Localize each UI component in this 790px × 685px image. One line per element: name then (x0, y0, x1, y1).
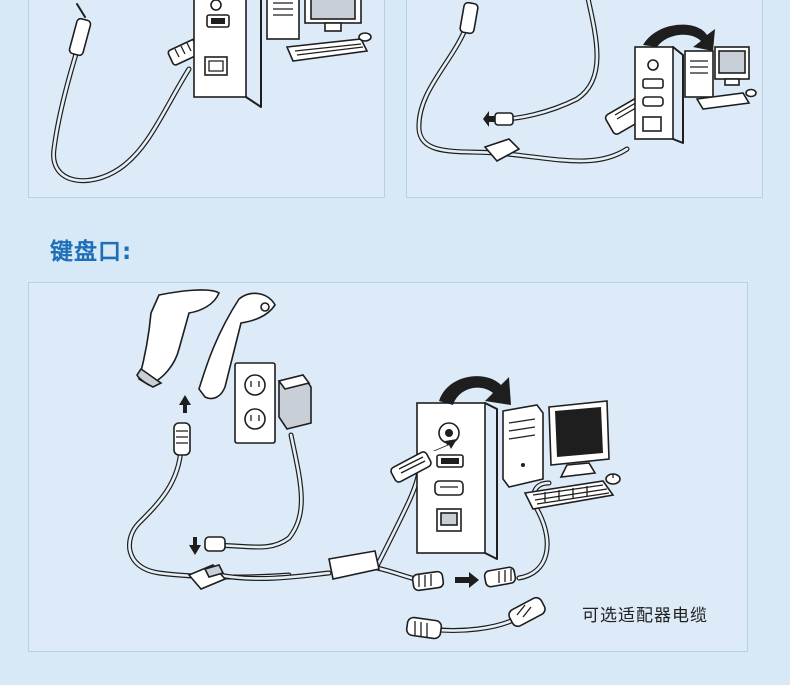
power-jack-icon (483, 111, 514, 127)
scanner-cable-connector-icon (459, 1, 479, 35)
optional-adapter-caption: 可选适配器电缆 (582, 606, 708, 626)
cable-junction-icon (483, 138, 521, 163)
keyboard-icon (523, 480, 615, 510)
scanner-cable-connector-icon (173, 422, 191, 456)
keyboard-port-title: 键盘口: (50, 239, 133, 265)
mouse-icon (358, 32, 372, 42)
desktop-computer-icon (266, 0, 362, 40)
up-arrow-icon (179, 395, 191, 413)
rotate-arrow-icon (439, 376, 511, 405)
mouse-icon (605, 473, 621, 485)
keyboard-icon (285, 38, 369, 62)
serial-connection-illustration (406, 0, 763, 198)
computer-back-panel-icon (634, 46, 684, 144)
usb-connection-illustration (28, 0, 385, 198)
computer-back-panel-icon (193, 0, 262, 108)
keyboard-connection-illustration: 可选适配器电缆 (28, 282, 748, 652)
scanner-cable-connector-icon (68, 3, 92, 57)
power-adapter-icon (277, 374, 312, 430)
cable-junction-icon (187, 564, 227, 590)
down-arrow-icon (189, 537, 201, 555)
mouse-icon (745, 88, 757, 98)
power-jack-icon (204, 536, 226, 552)
desktop-computer-icon (684, 46, 750, 98)
power-outlet-icon (234, 362, 276, 444)
serial-port-icon (434, 480, 464, 496)
insert-arrow-icon (433, 439, 457, 451)
usb-port-icon (436, 454, 464, 468)
barcode-scanner-icon (136, 289, 276, 400)
right-arrow-icon (455, 572, 479, 588)
ps2-connector-icon (411, 570, 445, 592)
optional-adapter-cable-icon (405, 596, 546, 640)
inline-adapter-box-icon (328, 550, 380, 580)
ps2-connector-icon (483, 566, 517, 588)
ethernet-port-icon (436, 508, 462, 532)
rotate-arrow-icon (643, 24, 715, 51)
desktop-computer-icon (502, 400, 610, 488)
computer-back-panel-icon (416, 402, 498, 560)
keyboard-icon (695, 92, 751, 110)
ps2-connector-icon (390, 451, 432, 483)
